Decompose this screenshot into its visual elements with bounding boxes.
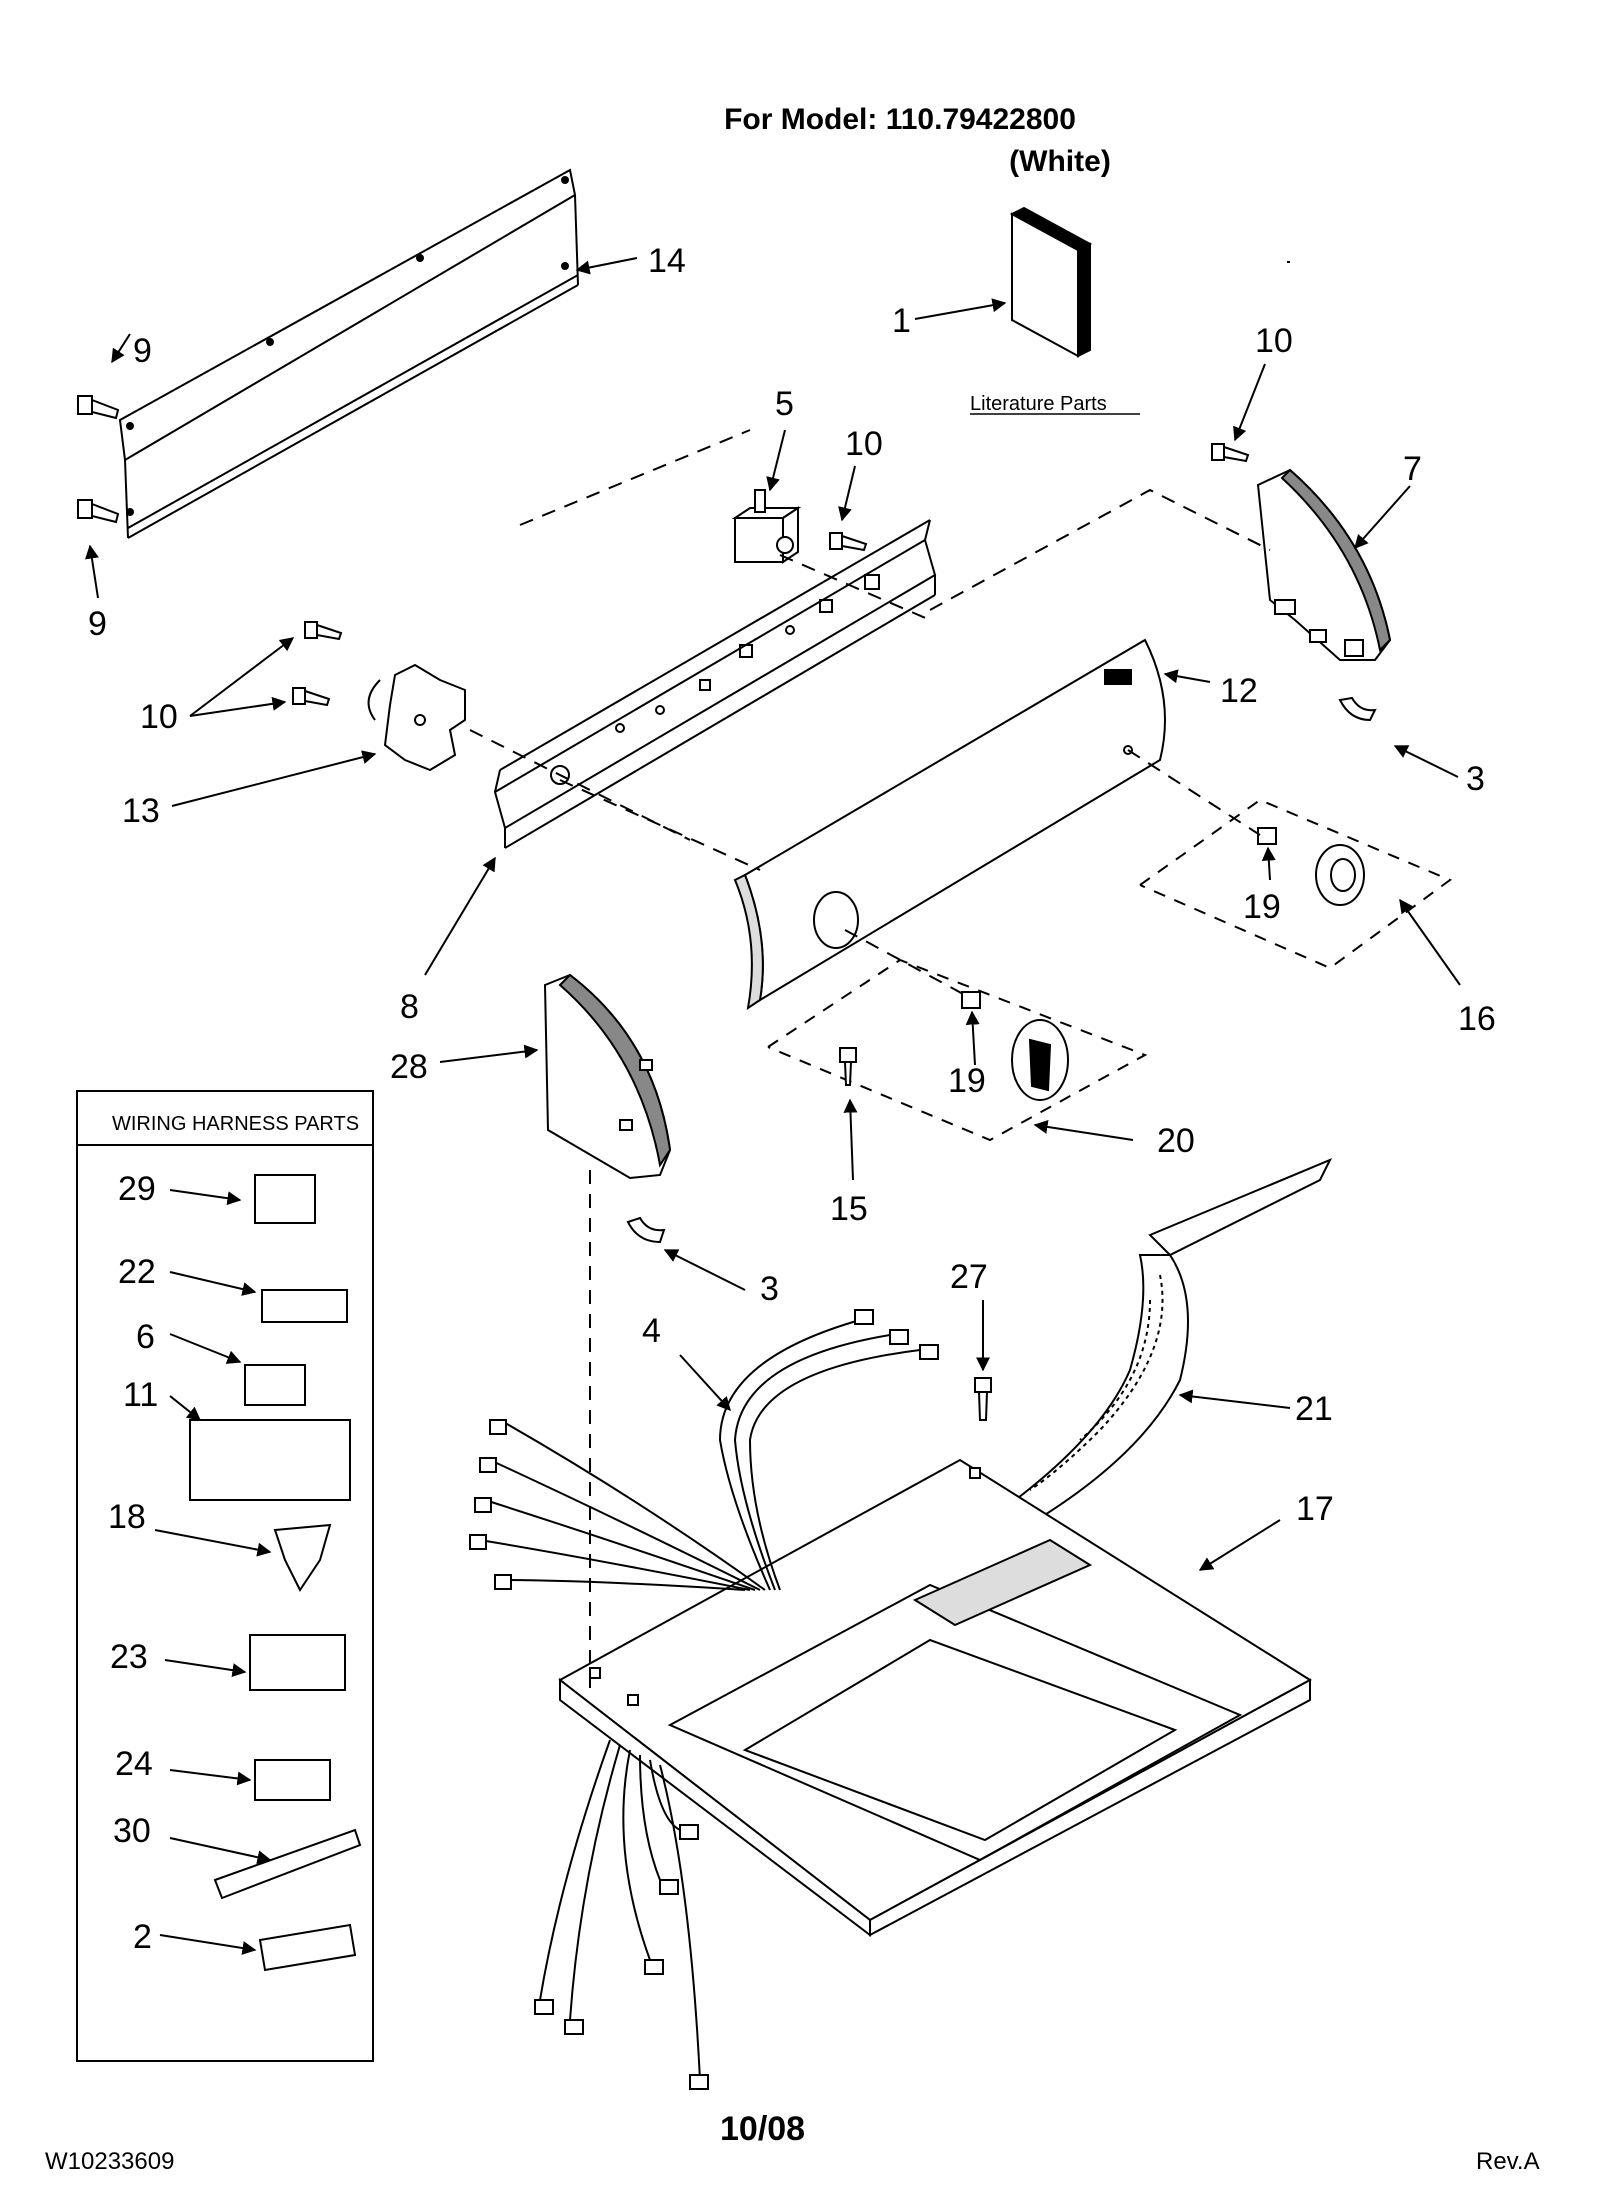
callout-10-b: 10 [1255, 322, 1293, 360]
callout-15: 15 [830, 1190, 868, 1228]
knob-16-dash-box [1139, 798, 1453, 970]
callout-9-upper: 9 [133, 332, 152, 370]
callout-16: 16 [1458, 1000, 1496, 1038]
callout-21: 21 [1295, 1390, 1333, 1428]
callout-10-a: 10 [845, 425, 883, 463]
screw-10-c [304, 621, 343, 641]
color-subtitle: (White) [1009, 145, 1111, 178]
callout-3-upper: 3 [1466, 760, 1485, 798]
rear-panel [118, 168, 579, 539]
screw-9-upper [77, 395, 120, 420]
screw-10-d [292, 687, 331, 707]
callout-numbers: 1 2 3 3 4 5 6 7 8 9 9 10 10 10 11 12 13 … [88, 242, 1496, 1956]
callout-24: 24 [115, 1745, 153, 1783]
knob-assembly-20 [961, 991, 1069, 1101]
document-number: W10233609 [45, 2148, 175, 2175]
callout-12: 12 [1220, 672, 1258, 710]
callout-1: 1 [892, 302, 911, 340]
wiring-part-icons [189, 1174, 362, 1972]
console-bracket [493, 519, 937, 849]
screw-27 [974, 1377, 992, 1421]
callout-5: 5 [775, 385, 794, 423]
callout-7: 7 [1403, 450, 1422, 488]
callout-10-c: 10 [140, 698, 178, 736]
timer-switch [367, 663, 466, 772]
leader-arrows [84, 257, 1461, 1955]
callout-8: 8 [400, 988, 419, 1026]
callout-9-lower: 9 [88, 605, 107, 643]
callout-23: 23 [110, 1638, 148, 1676]
callout-3-lower: 3 [760, 1270, 779, 1308]
lint-screen [993, 1158, 1333, 1532]
screw-10-a [829, 532, 868, 552]
revision-label: Rev.A [1476, 2148, 1540, 2175]
console-panel [733, 638, 1166, 1011]
wire-harness-upper [469, 1309, 939, 1591]
callout-11: 11 [123, 1376, 158, 1414]
end-cap-right [1256, 468, 1392, 661]
literature-booklet [1009, 206, 1093, 358]
callout-22: 22 [118, 1253, 156, 1291]
callout-19-right: 19 [1243, 888, 1281, 926]
callout-6: 6 [136, 1318, 155, 1356]
knob-20-dash-box [767, 958, 1148, 1142]
callout-13: 13 [122, 792, 160, 830]
end-cap-left [543, 973, 672, 1180]
callout-19-left: 19 [948, 1062, 986, 1100]
callout-28: 28 [390, 1048, 428, 1086]
literature-parts-label: Literature Parts [970, 393, 1107, 415]
revision-date: 10/08 [720, 2110, 806, 2148]
construction-lines [469, 429, 1271, 1690]
callout-29: 29 [118, 1170, 156, 1208]
callout-17: 17 [1296, 1490, 1334, 1528]
callout-14: 14 [648, 242, 686, 280]
rotary-switch [731, 489, 802, 564]
callout-30: 30 [113, 1812, 151, 1850]
wiring-parts-box: WIRING HARNESS PARTS [76, 1090, 374, 2062]
clip-3-lower [626, 1216, 666, 1244]
screw-10-b [1211, 443, 1250, 463]
screw-15 [839, 1047, 857, 1086]
knob-assembly-16 [1257, 827, 1365, 906]
clip-3-upper [1338, 696, 1377, 722]
callout-2: 2 [133, 1918, 152, 1956]
top-cover [558, 1458, 1312, 1938]
wire-harness-lower [534, 1739, 709, 2090]
wiring-box-title: WIRING HARNESS PARTS [112, 1113, 359, 1135]
model-title: For Model: 110.79422800 [724, 103, 1076, 136]
screw-9-lower [77, 499, 120, 524]
callout-4: 4 [642, 1312, 661, 1350]
callout-27: 27 [950, 1258, 988, 1296]
callout-20: 20 [1157, 1122, 1195, 1160]
callout-18: 18 [108, 1498, 146, 1536]
